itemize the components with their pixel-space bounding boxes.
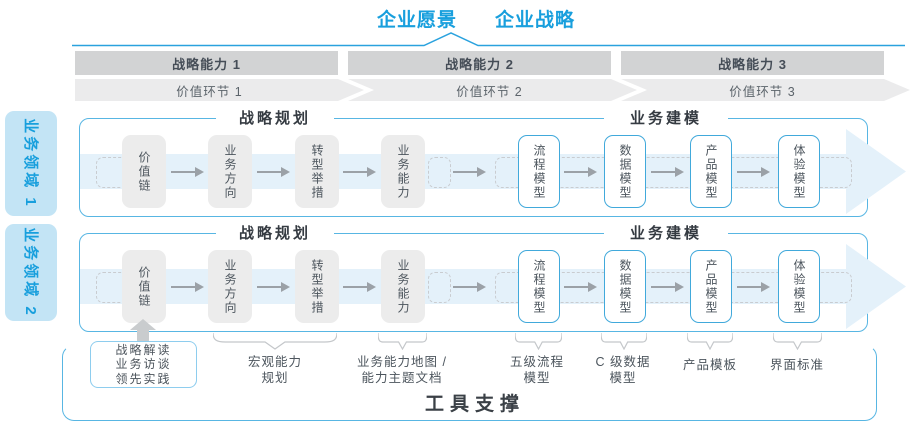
flow-arrow	[343, 167, 376, 177]
dashed-placeholder	[495, 272, 852, 303]
brace-connector	[773, 333, 822, 350]
box-business-capability: 业务能力	[381, 135, 425, 208]
annotation-product-template: 产品模板	[682, 358, 737, 372]
flow-arrow	[171, 167, 204, 177]
up-arrow-icon	[130, 319, 156, 344]
value-link-3-label: 价值环节 3	[729, 84, 796, 99]
flow-arrow	[257, 282, 290, 292]
box-value-chain: 价值链	[122, 250, 166, 323]
box-process-model: 流程模型	[518, 135, 560, 208]
annotation-process-model: 五级流程 模型	[509, 355, 564, 385]
annotation-macro-capability: 宏观能力 规划	[247, 355, 302, 385]
business-domain-1-label: 业务领域 1	[21, 118, 39, 209]
flow-band-arrow	[80, 244, 906, 329]
dashed-placeholder	[428, 272, 451, 303]
top-title: 企业愿景 企业战略	[377, 5, 575, 32]
brace-connector	[378, 333, 427, 350]
box-product-model: 产品模型	[690, 135, 732, 208]
box-business-capability: 业务能力	[381, 250, 425, 323]
value-link-chevron-1: 价值环节 1	[75, 79, 364, 101]
enterprise-strategy-label: 企业战略	[495, 10, 576, 31]
annotation-interface-standard: 界面标准	[769, 358, 824, 372]
business-domain-2: 业务领域 2	[5, 224, 57, 321]
box-data-model: 数据模型	[604, 250, 646, 323]
business-modeling-header: 业务建模	[604, 109, 728, 129]
flow-arrow	[651, 167, 684, 177]
value-link-chevron-3: 价值环节 3	[621, 79, 910, 101]
box-data-model: 数据模型	[604, 135, 646, 208]
flow-arrow	[171, 282, 204, 292]
capability-band-3: 战略能力 3	[621, 51, 884, 75]
business-modeling-header: 业务建模	[604, 224, 728, 244]
flow-band-arrow	[80, 129, 906, 214]
business-domain-1: 业务领域 1	[5, 111, 57, 216]
peak-divider-line	[72, 32, 905, 47]
box-transformation-initiatives: 转型举措	[295, 135, 339, 208]
flow-row-domain-2: 价值链 业务方向 转型举措 业务能力 流程模型 数据模型 产品模型 体验模型 战…	[79, 224, 906, 332]
annotation-capability-map: 业务能力地图 / 能力主题文档	[357, 355, 447, 385]
box-experience-model: 体验模型	[778, 135, 820, 208]
capability-band-3-label: 战略能力 3	[718, 56, 787, 72]
tools-support-container	[62, 345, 877, 421]
box-value-chain: 价值链	[122, 135, 166, 208]
brace-connector	[515, 333, 562, 350]
practice-line: 业务访谈	[115, 357, 172, 372]
flow-arrow	[453, 167, 486, 177]
strategic-planning-header: 战略规划	[216, 224, 334, 244]
practice-line: 战略解读	[115, 342, 172, 357]
box-experience-model: 体验模型	[778, 250, 820, 323]
brace-connector	[687, 333, 733, 350]
flow-row-domain-1: 价值链 业务方向 转型举措 业务能力 流程模型 数据模型 产品模型 体验模型 战…	[79, 109, 906, 217]
dashed-placeholder	[495, 157, 852, 188]
box-business-direction: 业务方向	[208, 135, 252, 208]
box-process-model: 流程模型	[518, 250, 560, 323]
dashed-placeholder	[428, 157, 451, 188]
flow-arrow	[453, 282, 486, 292]
box-transformation-initiatives: 转型举措	[295, 250, 339, 323]
practice-box: 战略解读 业务访谈 领先实践	[90, 341, 197, 388]
flow-arrow	[737, 167, 770, 177]
annotation-data-model: C 级数据 模型	[595, 355, 651, 385]
value-link-1-label: 价值环节 1	[176, 84, 243, 99]
enterprise-vision-label: 企业愿景	[377, 10, 458, 31]
brace-connector	[213, 333, 337, 350]
value-link-chevron-2: 价值环节 2	[348, 79, 637, 101]
capability-band-1: 战略能力 1	[75, 51, 338, 75]
tools-support-title: 工具支撑	[424, 394, 525, 415]
value-link-2-label: 价值环节 2	[456, 84, 523, 99]
box-product-model: 产品模型	[690, 250, 732, 323]
business-domain-2-label: 业务领域 2	[21, 227, 39, 318]
box-business-direction: 业务方向	[208, 250, 252, 323]
flow-arrow	[737, 282, 770, 292]
capability-band-2-label: 战略能力 2	[445, 56, 514, 72]
flow-arrow	[343, 282, 376, 292]
flow-arrow	[257, 167, 290, 177]
capability-band-1-label: 战略能力 1	[172, 56, 241, 72]
flow-arrow	[564, 167, 597, 177]
flow-arrow	[651, 282, 684, 292]
capability-band-2: 战略能力 2	[348, 51, 611, 75]
flow-arrow	[564, 282, 597, 292]
brace-connector	[601, 333, 647, 350]
practice-line: 领先实践	[115, 371, 172, 386]
strategic-planning-header: 战略规划	[216, 109, 334, 129]
